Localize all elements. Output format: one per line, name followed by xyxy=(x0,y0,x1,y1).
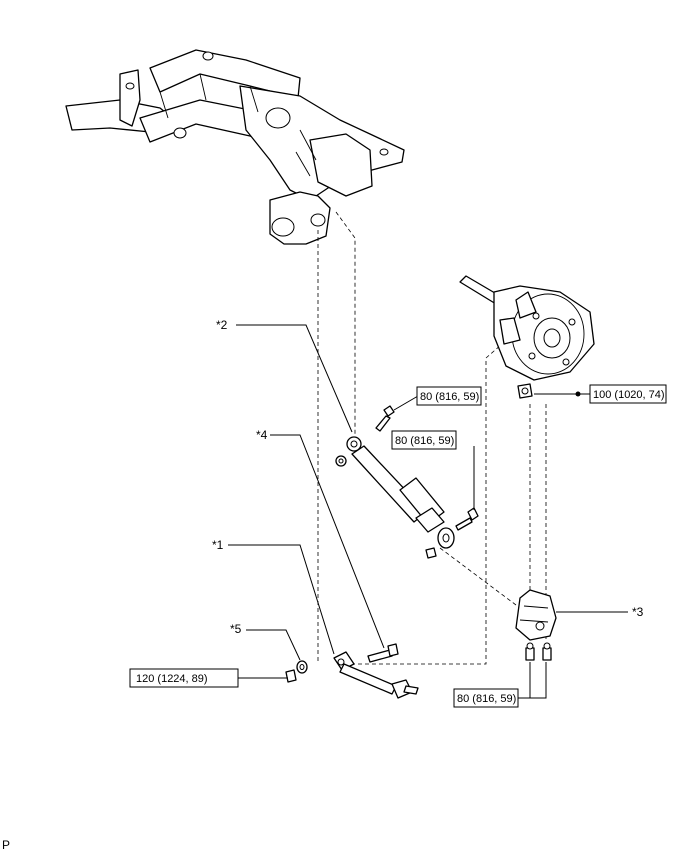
rear-suspension-member xyxy=(65,49,405,245)
torque-shock-lower: 80 (816, 59) xyxy=(395,435,454,447)
callout-1: *1 xyxy=(212,538,224,552)
page-marker: P xyxy=(2,838,10,852)
callout-2: *2 xyxy=(216,318,228,332)
torque-shock-upper: 80 (816, 59) xyxy=(420,391,479,403)
torque-box-bracket-bolts: 80 (816, 59) xyxy=(453,688,519,708)
leader-lines xyxy=(228,324,628,699)
bracket-bolts xyxy=(525,642,552,661)
new-part-bullet xyxy=(575,391,581,397)
torque-knuckle-nut: 100 (1020, 74) xyxy=(593,389,665,401)
torque-box-shock-lower: 80 (816, 59) xyxy=(391,430,457,450)
torque-link-nut: 120 (1224, 89) xyxy=(136,673,208,685)
shock-upper-nut xyxy=(335,455,347,467)
rear-link xyxy=(333,651,419,699)
torque-box-knuckle-nut: 100 (1020, 74) xyxy=(589,384,667,404)
rear-bracket xyxy=(515,589,557,641)
link-nut xyxy=(285,669,297,683)
shock-lower-nut xyxy=(425,547,437,559)
knuckle-nut xyxy=(517,383,533,399)
callout-4: *4 xyxy=(256,428,268,442)
shock-absorber xyxy=(346,436,455,549)
rear-axle-carrier xyxy=(459,275,595,381)
shock-upper-bolt xyxy=(375,405,395,432)
shock-lower-bolt xyxy=(455,507,479,531)
link-washer xyxy=(296,660,308,674)
torque-box-link-nut: 120 (1224, 89) xyxy=(129,668,239,688)
torque-bracket-bolts: 80 (816, 59) xyxy=(457,693,516,705)
torque-box-shock-upper: 80 (816, 59) xyxy=(416,386,482,406)
callout-5: *5 xyxy=(230,622,242,636)
link-bolt xyxy=(367,643,399,663)
callout-3: *3 xyxy=(632,605,644,619)
